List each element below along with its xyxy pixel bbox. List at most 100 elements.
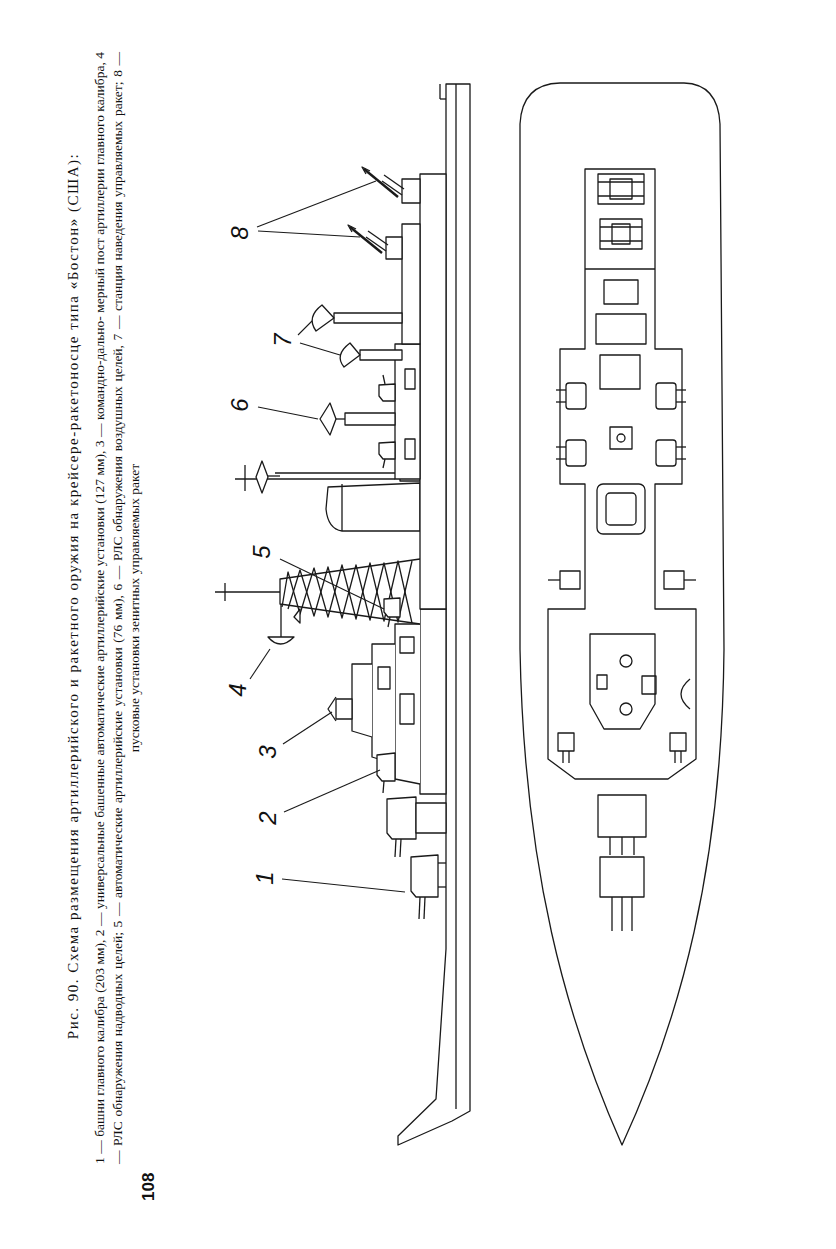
plan-mounts — [556, 401, 566, 402]
callout-number: 3 — [256, 745, 280, 758]
light-mounts-aft — [383, 375, 385, 384]
plan-superstructure — [620, 703, 632, 715]
plan-launchers — [598, 174, 644, 249]
page-number: 108 — [140, 1173, 157, 1201]
main-turrets-side — [387, 797, 416, 839]
plan-turrets — [631, 897, 632, 931]
plan-launchers — [600, 240, 642, 241]
light-mount-side — [388, 617, 390, 627]
bridge-superstructure — [400, 637, 414, 653]
plan-superstructure — [590, 634, 655, 729]
plan-launchers — [598, 181, 644, 182]
missile-launchers — [348, 225, 356, 232]
lattice-mast — [280, 559, 420, 624]
plan-launchers — [600, 219, 642, 249]
plan-mounts — [556, 458, 566, 459]
aft-superstructure — [405, 439, 415, 459]
plan-mounts — [556, 389, 566, 390]
plan-launchers — [598, 174, 644, 204]
main-turrets-side — [416, 803, 446, 833]
callout-number: 7 — [271, 333, 295, 346]
leader-lines — [250, 181, 405, 892]
plan-mounts — [664, 571, 684, 589]
plan-superstructure — [597, 484, 645, 534]
missile-directors — [312, 305, 334, 331]
leader-lines — [258, 407, 318, 419]
plan-superstructure — [620, 655, 632, 667]
side-hull — [455, 84, 456, 1109]
plan-superstructure — [596, 314, 646, 344]
plan-hull — [520, 83, 724, 1145]
dp-mount-side — [377, 753, 395, 781]
main-turrets-side — [438, 862, 446, 863]
figure-caption: Рис. 90. Схема размещения артиллерийског… — [64, 61, 82, 1131]
plan-launchers — [598, 195, 644, 196]
aft-superstructure — [402, 224, 420, 344]
plan-turrets — [621, 897, 622, 931]
air-search-radar — [320, 403, 336, 435]
leader-lines — [258, 231, 360, 237]
plan-turrets — [609, 837, 610, 855]
plan-mounts — [566, 383, 586, 409]
leader-lines — [283, 712, 332, 744]
dp-mount-side — [377, 753, 395, 793]
plan-superstructure — [610, 427, 632, 449]
plan-mounts — [684, 579, 696, 580]
plan-launchers — [612, 224, 630, 244]
aft-mast — [235, 461, 395, 493]
lattice-mast — [282, 561, 412, 623]
bridge-superstructure — [328, 697, 336, 721]
missile-directors — [360, 350, 402, 360]
funnel — [326, 483, 420, 531]
bridge-superstructure — [400, 694, 414, 724]
light-mounts-aft — [379, 442, 395, 459]
leader-lines — [282, 879, 405, 892]
air-search-radar — [320, 403, 395, 435]
callout-number: 6 — [228, 398, 252, 411]
aft-mast — [256, 461, 268, 493]
missile-launchers — [350, 227, 382, 253]
aft-superstructure — [405, 369, 415, 389]
leader-lines — [284, 770, 380, 812]
leader-lines — [300, 343, 340, 355]
aft-superstructure — [420, 174, 446, 609]
lattice-mast — [288, 561, 412, 622]
main-turrets-side — [424, 897, 425, 919]
side-hull — [440, 98, 446, 99]
bridge-superstructure — [336, 699, 352, 719]
plan-turrets — [611, 897, 612, 931]
main-turrets-side — [419, 897, 420, 919]
missile-launchers — [402, 179, 420, 203]
side-hull — [439, 84, 440, 99]
main-turrets-side — [387, 797, 446, 919]
plan-mounts — [676, 446, 686, 447]
missile-launchers — [364, 169, 398, 197]
aft-superstructure — [395, 344, 420, 479]
missile-launchers — [386, 237, 402, 259]
plan-superstructure — [548, 169, 696, 779]
leader-lines — [280, 559, 384, 609]
callout-number: 1 — [253, 871, 277, 884]
missile-launchers — [348, 167, 420, 259]
plan-mounts — [568, 751, 569, 763]
plan-mounts — [566, 440, 586, 466]
light-mount-side — [384, 598, 400, 617]
lattice-mast — [294, 609, 300, 623]
plan-mounts — [670, 733, 686, 751]
plan-mounts — [656, 383, 676, 409]
leader-lines — [298, 321, 312, 335]
callout-number: 4 — [226, 683, 250, 696]
leader-lines — [250, 649, 270, 679]
plan-mounts — [548, 383, 696, 763]
light-mount-side — [384, 598, 400, 627]
caption-legend: 1 — башни главного калибра (203 мм), 2 —… — [91, 52, 144, 1164]
plan-hull — [520, 83, 724, 1145]
main-turrets-side — [400, 839, 401, 857]
callout-number: 2 — [256, 811, 280, 824]
lattice-mast — [280, 604, 281, 637]
main-turrets-side — [438, 886, 446, 887]
plan-turrets — [621, 837, 622, 855]
plan-mounts — [560, 571, 580, 589]
